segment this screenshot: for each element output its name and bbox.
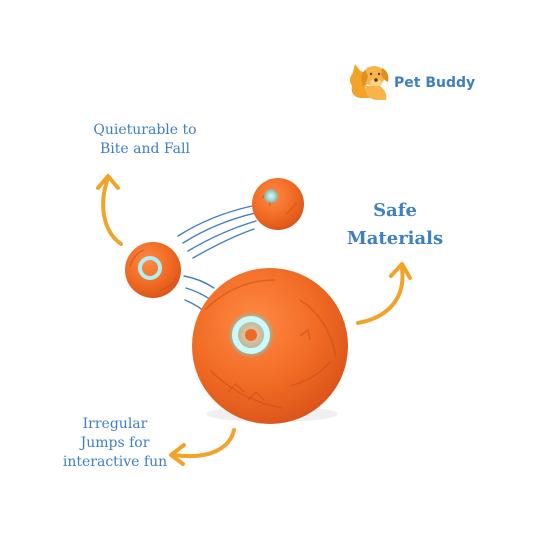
motion-lines: [177, 205, 257, 314]
brand-name: Pet Buddy: [394, 75, 476, 91]
feature-quiet-label: Quieturable to Bite and Fall: [70, 121, 220, 159]
feature-jumps-line-3: interactive fun: [62, 453, 168, 470]
feature-jumps-label: Irregular Jumps for interactive fun: [40, 415, 190, 472]
feature-safe-line-1: Safe: [373, 200, 417, 221]
feature-jumps-line-1: Irregular: [82, 416, 148, 432]
feature-safe-line-2: Materials: [346, 227, 444, 249]
big-ball: [192, 268, 348, 424]
arrow-top-icon: [96, 174, 123, 246]
small-ball-top: [252, 178, 304, 230]
feature-safe-label: Safe Materials: [330, 197, 460, 253]
small-ball-left: [125, 242, 181, 298]
dog-and-cat-logo-icon: [350, 64, 389, 100]
feature-quiet-line-1: Quieturable to: [93, 122, 197, 138]
feature-quiet-line-2: Bite and Fall: [100, 140, 190, 157]
arrow-bottom-icon: [169, 428, 236, 466]
arrow-right-icon: [356, 262, 412, 325]
feature-jumps-line-2: Jumps for: [80, 434, 150, 451]
brand-logo: Pet Buddy: [346, 56, 486, 106]
